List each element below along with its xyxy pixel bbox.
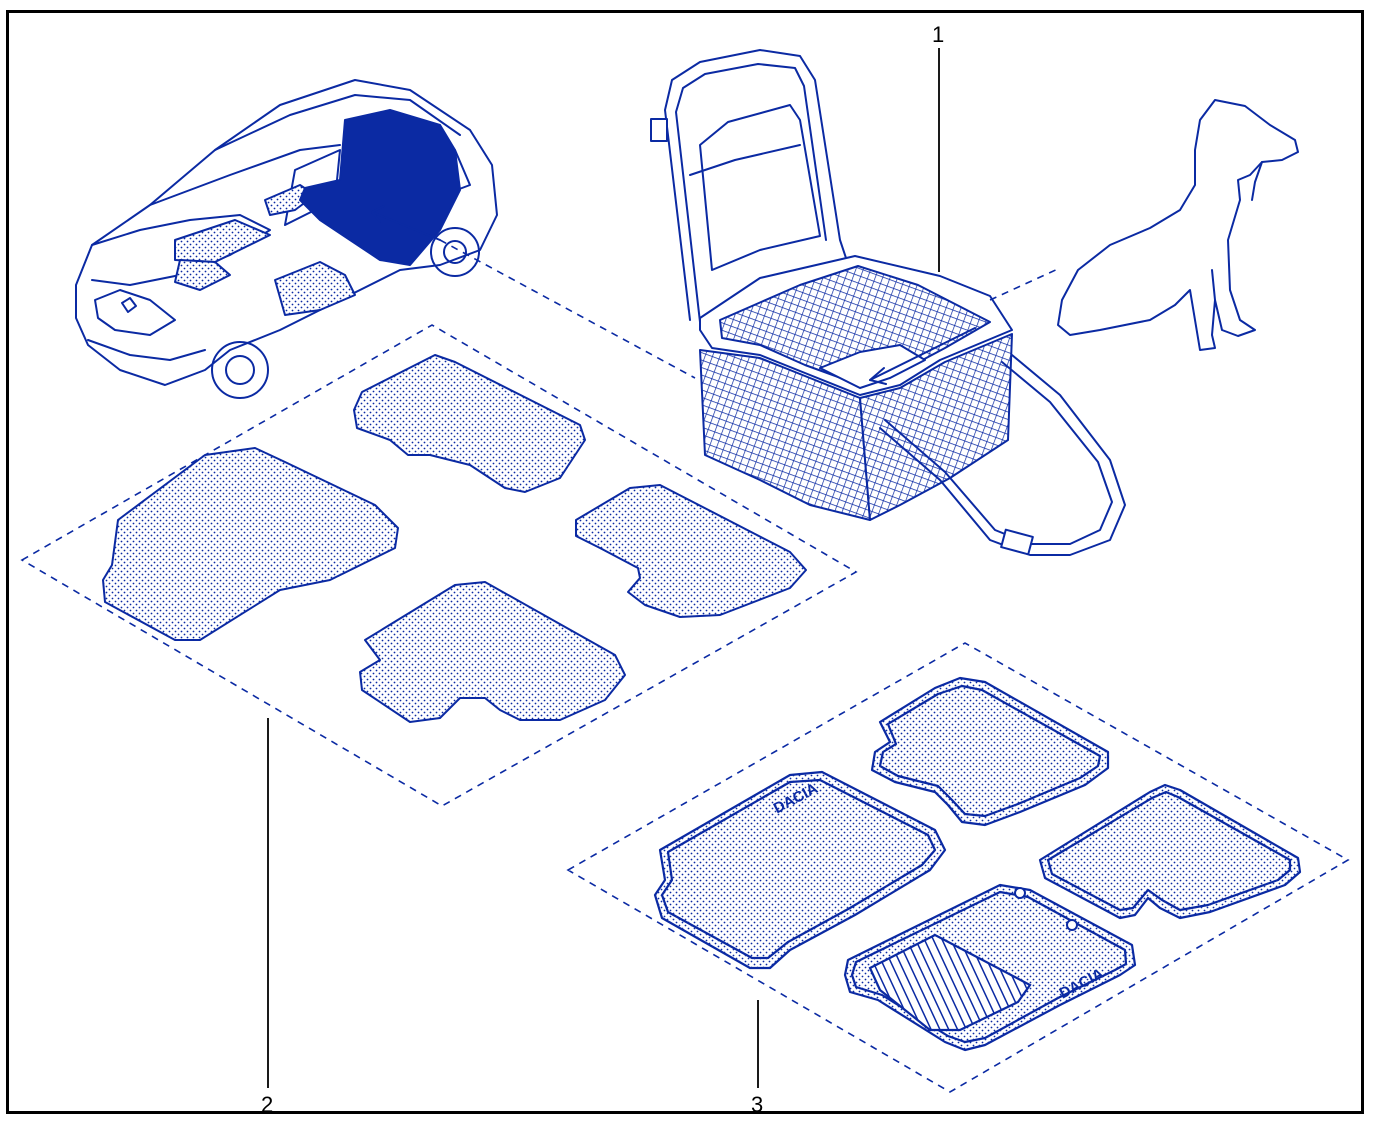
- car-to-seat-leader: [439, 239, 696, 379]
- dog-icon: [1057, 99, 1299, 351]
- callout-leaders: [267, 48, 940, 1088]
- callout-number-2: 2: [261, 1092, 274, 1117]
- textile-floor-mat-set-icon: [20, 324, 858, 807]
- car-icon: [75, 79, 498, 399]
- diagram-frame: [6, 10, 1364, 1114]
- callout-number-1: 1: [932, 22, 945, 47]
- callout-number-3: 3: [751, 1092, 764, 1117]
- pet-seat-basket-icon: [650, 49, 1126, 556]
- rubber-floor-mat-set-icon: DACIA DACIA: [566, 642, 1350, 1093]
- seat-to-dog-leader: [989, 267, 1061, 301]
